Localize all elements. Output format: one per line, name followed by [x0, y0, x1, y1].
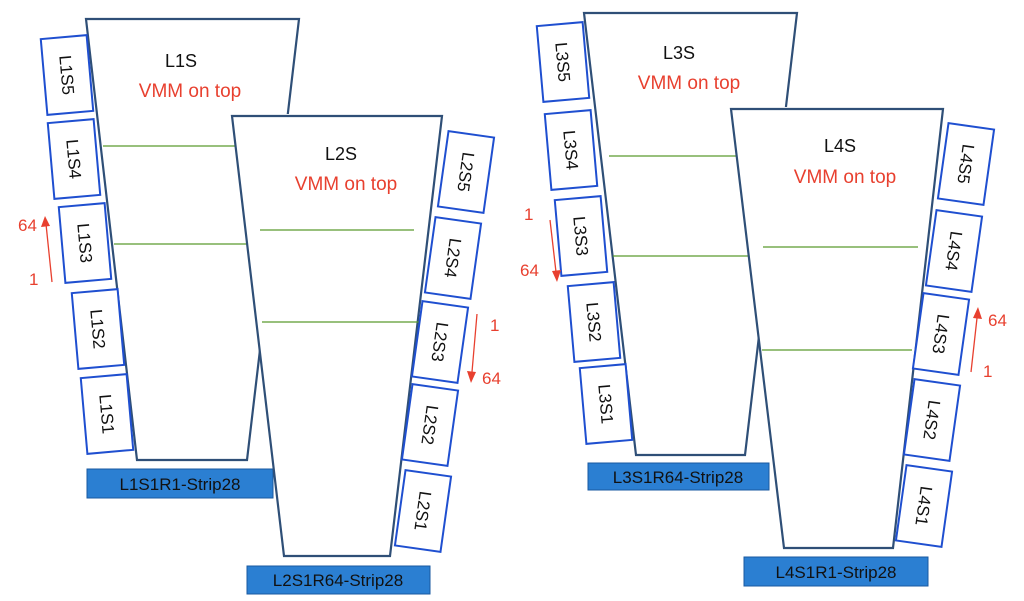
caption-box-l2s	[246, 565, 431, 595]
layer-l4s-outline	[729, 107, 945, 550]
strip-direction-arrow	[970, 317, 978, 373]
segment-box-l4s2: L4S2	[902, 378, 962, 462]
segment-box-l3s2: L3S2	[566, 281, 622, 363]
segment-label-l1s2: L1S2	[86, 308, 108, 349]
segment-box-l2s4: L2S4	[423, 216, 483, 300]
counter-start-label: 1	[524, 205, 533, 224]
caption-box-l4s	[743, 556, 929, 587]
caption-l2s: L2S1R64-Strip28	[273, 571, 403, 590]
layer-l1s-title: L1S	[165, 51, 197, 71]
segment-label-l1s4: L1S4	[62, 138, 84, 179]
segment-box-l3s5: L3S5	[535, 21, 591, 103]
segment-box-l4s4: L4S4	[924, 209, 984, 293]
caption-l3s: L3S1R64-Strip28	[613, 468, 743, 487]
segment-label-l3s3: L3S3	[569, 215, 591, 256]
segment-label-l1s5: L1S5	[55, 54, 77, 95]
counter-start-label: 1	[490, 316, 499, 335]
counter-end-label: 64	[482, 369, 501, 388]
counter-start-label: 1	[29, 270, 38, 289]
layer-l4s-subtitle: VMM on top	[794, 167, 896, 188]
counter-end-label: 64	[988, 311, 1007, 330]
layer-l3s-title: L3S	[663, 43, 695, 63]
segment-box-l1s3: L1S3	[57, 202, 113, 284]
strip-direction-arrow	[45, 223, 53, 283]
arrow-up-icon	[41, 216, 50, 227]
segment-label-l3s2: L3S2	[582, 301, 604, 342]
arrow-down-icon	[467, 371, 476, 383]
arrow-down-icon	[552, 270, 561, 282]
segment-label-l1s1: L1S1	[95, 393, 117, 434]
segment-label-l1s3: L1S3	[73, 222, 95, 263]
segment-box-l1s4: L1S4	[46, 118, 102, 200]
counter-end-label: 64	[520, 261, 539, 280]
layer-l4s-title: L4S	[824, 136, 856, 156]
layer-l4s: L4S VMM on top L4S5 L4S4 L4S3 L4S2 L4S1 …	[729, 107, 1007, 587]
segment-box-l1s2: L1S2	[70, 288, 126, 370]
caption-l4s: L4S1R1-Strip28	[776, 563, 897, 582]
segment-label-l3s1: L3S1	[594, 383, 616, 424]
layer-l3s-subtitle: VMM on top	[638, 73, 740, 94]
arrow-up-icon	[973, 307, 982, 319]
caption-box-l3s	[587, 462, 770, 491]
caption-box-l1s	[86, 468, 274, 499]
segment-box-l3s4: L3S4	[543, 109, 599, 191]
segment-box-l2s3: L2S3	[410, 300, 470, 384]
segment-box-l2s2: L2S2	[400, 383, 460, 467]
segment-label-l3s4: L3S4	[559, 129, 581, 170]
segment-box-l3s1: L3S1	[578, 363, 634, 445]
layer-l2s-subtitle: VMM on top	[295, 174, 397, 195]
counter-start-label: 1	[983, 362, 992, 381]
strip-direction-arrow	[549, 219, 557, 273]
segment-box-l4s1: L4S1	[894, 464, 954, 548]
counter-end-label: 64	[18, 216, 37, 235]
segment-box-l3s3: L3S3	[553, 195, 609, 277]
segment-box-l2s1: L2S1	[393, 469, 453, 553]
segment-box-l4s5: L4S5	[936, 122, 996, 206]
segment-box-l1s5: L1S5	[39, 34, 95, 116]
segment-box-l4s3: L4S3	[911, 292, 971, 376]
layer-l2s: L2S VMM on top L2S5 L2S4 L2S3 L2S2 L2S1 …	[230, 114, 501, 595]
caption-l1s: L1S1R1-Strip28	[120, 475, 241, 494]
segment-label-l3s5: L3S5	[551, 41, 573, 82]
strip-direction-arrow	[471, 313, 478, 373]
layer-l1s-subtitle: VMM on top	[139, 81, 241, 102]
segment-box-l1s1: L1S1	[79, 373, 135, 455]
layer-l2s-title: L2S	[325, 144, 357, 164]
segment-box-l2s5: L2S5	[436, 130, 496, 214]
layer-l2s-outline	[230, 114, 444, 558]
